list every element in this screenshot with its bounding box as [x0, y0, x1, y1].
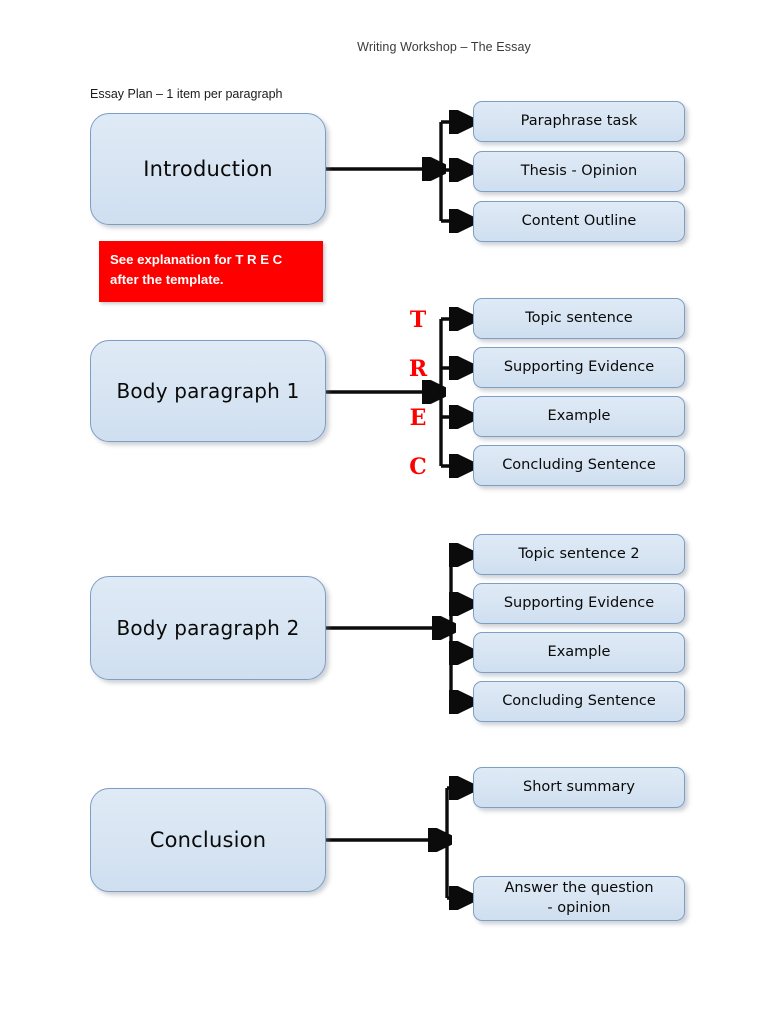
item-label: Example — [547, 408, 611, 425]
item-label: Example — [547, 644, 611, 661]
trec-letter-glyph: T — [409, 307, 427, 333]
item-label: Content Outline — [521, 213, 637, 230]
page-header-title: Writing Workshop – The Essay — [357, 40, 531, 54]
section-title: Introduction — [143, 156, 273, 181]
trec-letter-r: R — [405, 356, 431, 382]
trec-letter-c: C — [405, 454, 431, 480]
trec-letter-t: T — [405, 307, 431, 333]
trec-letter-glyph: E — [409, 405, 427, 431]
section-box-conclusion[interactable]: Conclusion — [90, 788, 326, 892]
essay-plan-subtitle: Essay Plan – 1 item per paragraph — [90, 87, 283, 101]
section-box-body-paragraph-2[interactable]: Body paragraph 2 — [90, 576, 326, 680]
item-box-answer-the-question[interactable]: Answer the question - opinion — [473, 876, 685, 921]
section-box-body-paragraph-1[interactable]: Body paragraph 1 — [90, 340, 326, 442]
item-box-paraphrase-task[interactable]: Paraphrase task — [473, 101, 685, 142]
trec-explanation-notice: See explanation for T R E C after the te… — [99, 241, 323, 302]
item-label: Concluding Sentence — [502, 457, 656, 474]
item-label: Supporting Evidence — [503, 359, 655, 376]
item-box-content-outline[interactable]: Content Outline — [473, 201, 685, 242]
notice-line-2: after the template. — [110, 272, 224, 288]
item-box-topic-sentence[interactable]: Topic sentence — [473, 298, 685, 339]
section-title: Body paragraph 2 — [116, 615, 300, 640]
item-label-line-1: Answer the question — [504, 879, 654, 896]
trec-letter-e: E — [405, 405, 431, 431]
item-box-short-summary[interactable]: Short summary — [473, 767, 685, 808]
trec-letter-glyph: R — [408, 356, 428, 382]
trec-letter-glyph: C — [409, 454, 427, 480]
item-label: Paraphrase task — [520, 113, 638, 130]
item-label: Topic sentence 2 — [518, 546, 640, 563]
item-box-thesis-opinion[interactable]: Thesis - Opinion — [473, 151, 685, 192]
item-box-example[interactable]: Example — [473, 396, 685, 437]
section-box-introduction[interactable]: Introduction — [90, 113, 326, 225]
item-label-line-2: - opinion — [547, 899, 611, 916]
item-box-supporting-evidence-2[interactable]: Supporting Evidence — [473, 583, 685, 624]
section-title: Body paragraph 1 — [116, 378, 300, 403]
item-box-concluding-sentence[interactable]: Concluding Sentence — [473, 445, 685, 486]
section-title: Conclusion — [149, 827, 267, 852]
item-label: Short summary — [523, 779, 635, 796]
item-label: Thesis - Opinion — [520, 163, 638, 180]
item-box-topic-sentence-2[interactable]: Topic sentence 2 — [473, 534, 685, 575]
item-box-concluding-sentence-2[interactable]: Concluding Sentence — [473, 681, 685, 722]
item-label: Supporting Evidence — [503, 595, 655, 612]
item-box-supporting-evidence[interactable]: Supporting Evidence — [473, 347, 685, 388]
notice-line-1: See explanation for T R E C — [110, 252, 283, 267]
item-box-example-2[interactable]: Example — [473, 632, 685, 673]
item-label: Topic sentence — [525, 310, 633, 327]
item-label: Concluding Sentence — [502, 693, 656, 710]
